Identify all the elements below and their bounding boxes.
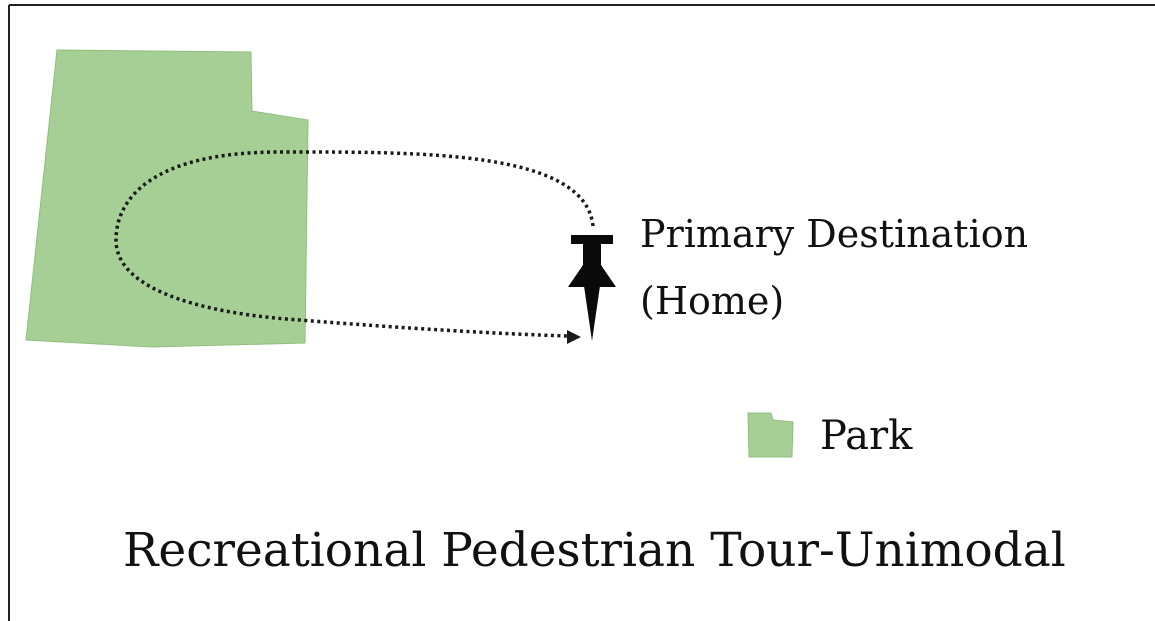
diagram-title: Recreational Pedestrian Tour-Unimodal: [123, 523, 1066, 578]
destination-label-line2: (Home): [640, 279, 785, 323]
park-swatch-icon: [747, 412, 794, 458]
park-area: [25, 49, 309, 348]
destination-label-line1: Primary Destination: [640, 212, 1029, 256]
route-path: [114, 150, 595, 338]
legend-park-label: Park: [820, 413, 913, 459]
route-arrowhead: [567, 330, 581, 344]
pushpin-icon: [568, 235, 616, 341]
